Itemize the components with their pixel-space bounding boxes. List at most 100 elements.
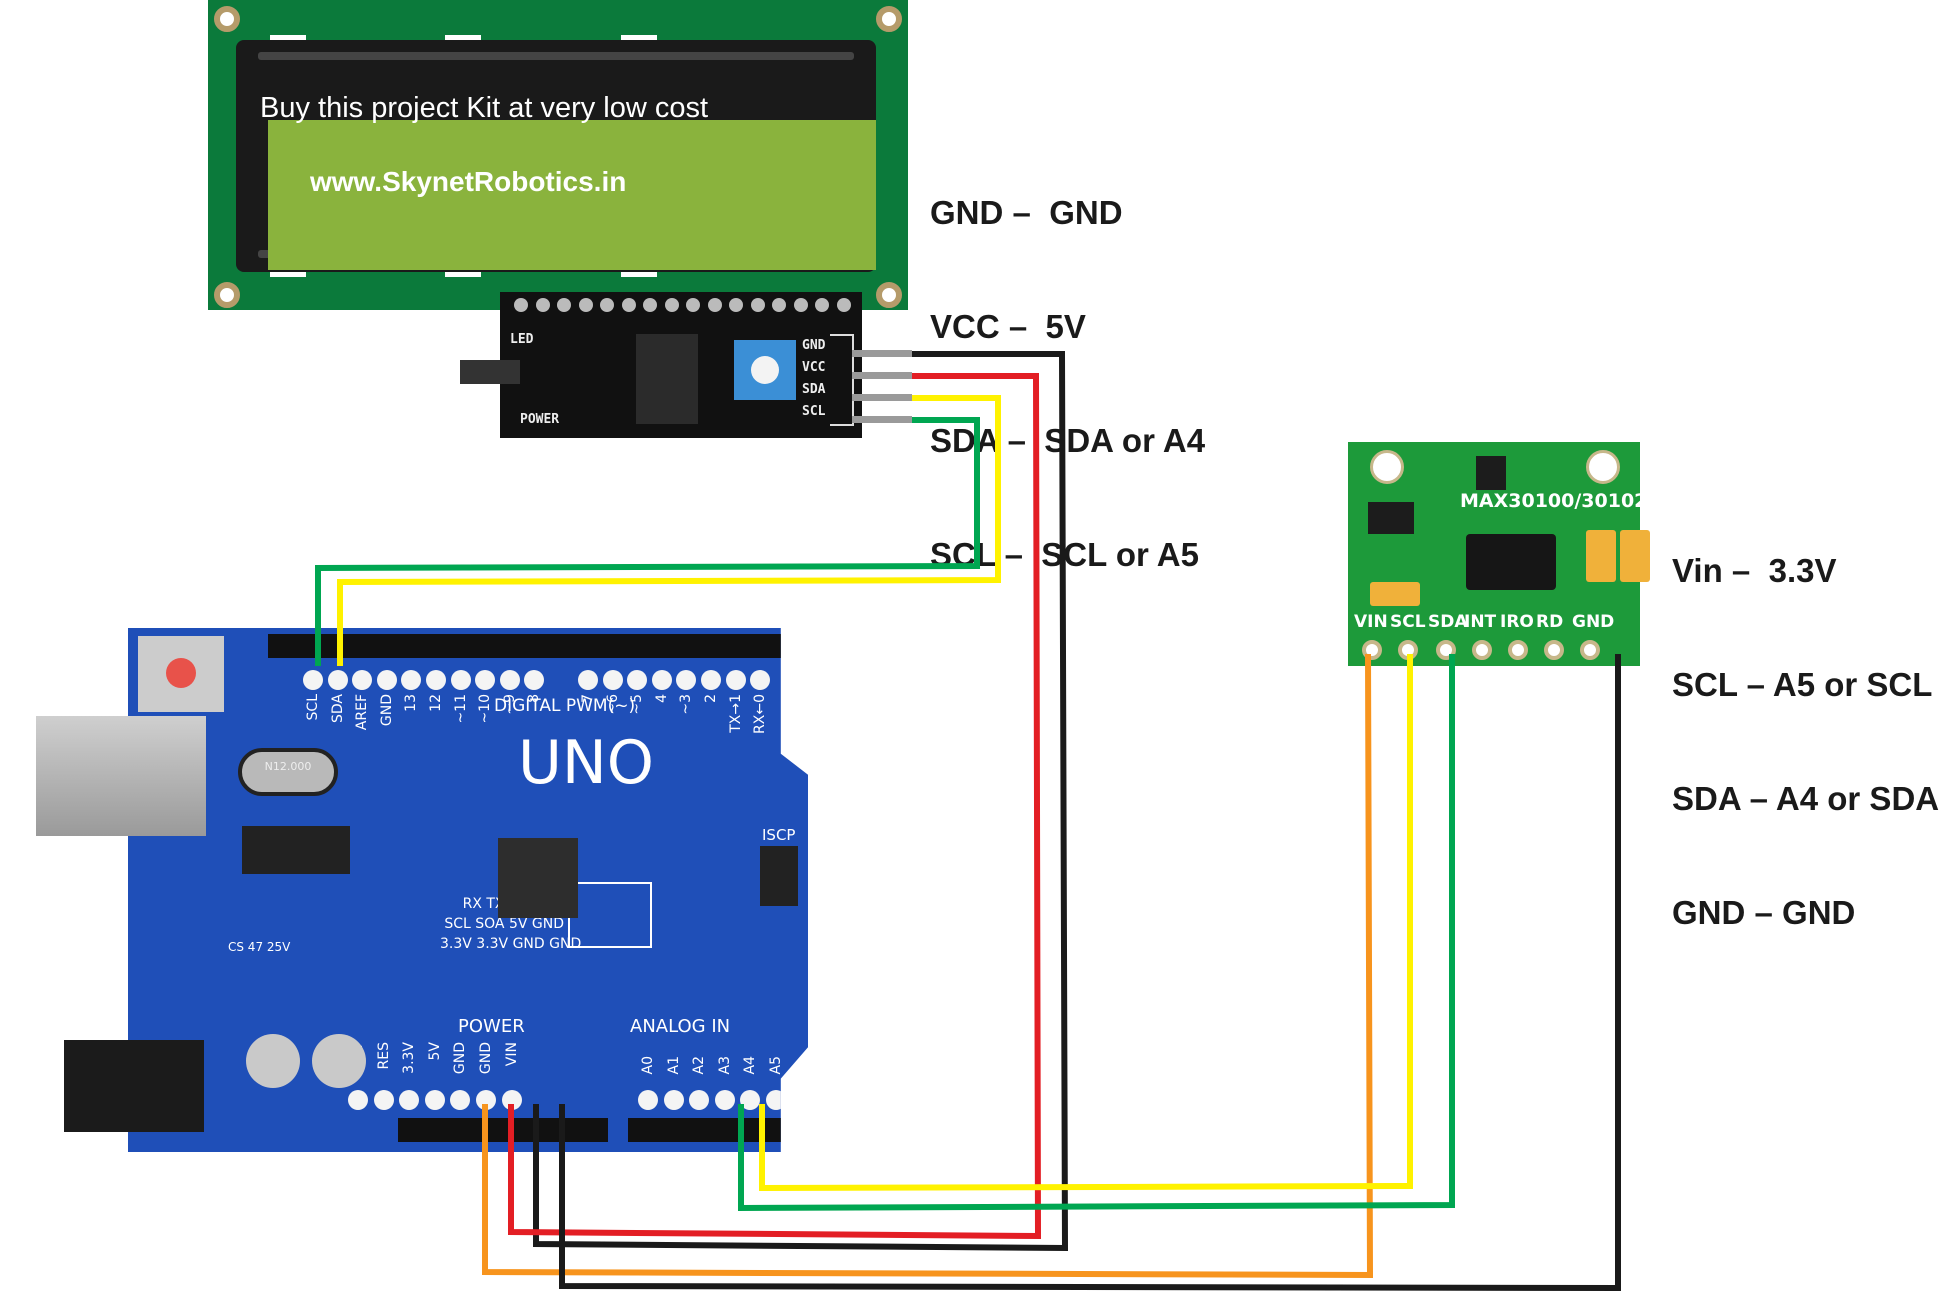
sensor-pin-sda[interactable] [1436,640,1456,660]
power-pin-vin[interactable] [501,1090,522,1110]
usb-b-connector [36,716,206,836]
digital-pin-13[interactable] [401,670,422,690]
dc-power-jack [64,1040,204,1132]
analog-pin-a5[interactable] [766,1090,786,1110]
bezel-tab [270,35,306,40]
header-pin [514,298,528,312]
sensor-sda-wire [738,654,1455,1212]
analog-pin-a4[interactable] [740,1090,761,1110]
i2c-pin-gnd[interactable] [852,350,912,357]
analog-pin-a0[interactable] [638,1090,658,1110]
power-pin-5v[interactable] [348,1090,368,1110]
regulator-chip [1368,502,1414,534]
digital-pin-7[interactable] [578,670,598,690]
digital-pin-9[interactable] [499,670,520,690]
digital-pin-label: 8 [526,694,543,703]
legend-line: GND – GND [930,194,1123,231]
i2c-pin-sda[interactable] [852,394,912,401]
reset-button[interactable] [138,636,224,712]
digital-pin-5[interactable] [627,670,648,690]
digital-pin-8[interactable] [524,670,545,690]
lcd-sda-wire [337,395,1001,666]
digital-pin-sda[interactable] [327,670,348,690]
digital-header [268,634,788,658]
power-pin-gnd[interactable] [476,1090,496,1110]
digital-pin-label: SDA [329,694,346,723]
analog-pin-a2[interactable] [689,1090,710,1110]
crystal-text: N12.000 [264,760,312,773]
sensor-pin-scl[interactable] [1398,640,1418,660]
digital-pin-4[interactable] [651,670,672,690]
sensor-pin-label-int: INT [1464,612,1497,632]
header-pin [643,298,657,312]
potentiometer-knob[interactable] [751,356,779,384]
digital-pin-label: 12 [428,694,444,712]
power-pin-res[interactable] [373,1090,394,1110]
analog-pin-a3[interactable] [714,1090,735,1110]
analog-pin-a1[interactable] [663,1090,684,1110]
analog-pin-label: A2 [691,1056,708,1075]
digital-pin-gnd[interactable] [376,670,397,690]
led-label: LED [510,332,534,347]
sensor-pin-label-iro: IRO [1500,612,1534,632]
io-expander-chip [636,334,698,424]
header-pin [815,298,829,312]
i2c-pin-label-gnd: GND [802,338,826,353]
i2c-pin-label-vcc: VCC [802,360,826,375]
digital-pin-6[interactable] [602,670,623,690]
digital-pin-aref[interactable] [352,670,373,690]
sensor-pin-vin[interactable] [1362,640,1382,660]
digital-pin-tx1[interactable] [725,670,746,690]
digital-pin-2[interactable] [701,670,721,690]
lcd-connection-legend: GND – GND VCC – 5V SDA – SDA or A4 SCL –… [930,118,1205,612]
sensor-pin-int[interactable] [1472,640,1492,660]
electrolytic-capacitor [312,1034,366,1088]
reset-button-cap[interactable] [166,658,196,688]
mounting-hole [214,6,240,32]
lcd-display-module: Buy this project Kit at very low cost ww… [208,0,908,310]
digital-pin-10[interactable] [475,670,496,690]
power-pin-33v[interactable] [399,1090,420,1110]
pin-connector [830,334,854,426]
cap-label: CS 47 25V [228,940,291,954]
header-pin [557,298,571,312]
header-pin [707,298,722,312]
sensor-pin-label-gnd: GND [1572,612,1615,632]
analog-pin-label: A0 [640,1056,656,1075]
sensor-pin-iro[interactable] [1508,640,1528,660]
i2c-pin-scl[interactable] [852,416,912,423]
bezel-tab [621,35,657,40]
header-pin [578,298,593,312]
i2c-backpack-module: LED POWER GND VCC SDA SCL [460,292,862,438]
power-label: POWER [520,412,560,427]
contrast-potentiometer[interactable] [734,340,796,400]
digital-pin-rx0[interactable] [750,670,771,690]
header-pin [750,298,765,312]
i2c-pin-vcc[interactable] [852,372,912,379]
sensor-pin-gnd[interactable] [1580,640,1600,660]
digital-pin-scl[interactable] [303,670,323,690]
mounting-hole [876,6,902,32]
sensor-pin-label-rd: RD [1536,612,1564,632]
iscp-header[interactable] [760,846,798,906]
digital-pin-label: 2 [703,694,719,703]
power-pin-gnd[interactable] [450,1090,471,1110]
digital-pin-label: ~6 [604,694,621,715]
power-pin-5v[interactable] [424,1090,445,1110]
usb-serial-chip [242,826,350,874]
legend-line: SCL – SCL or A5 [930,536,1199,573]
lcd-text-line-1: Buy this project Kit at very low cost [260,92,709,124]
mounting-hole [1370,450,1404,484]
arduino-uno-board: UNO DIGITAL PWM(~) POWER ANALOG IN ISCP … [128,628,808,1152]
digital-pin-label: ~11 [452,694,469,724]
tantalum-capacitor [1370,582,1420,606]
power-pin-label: RES [375,1042,392,1070]
analog-pin-label: A4 [742,1056,759,1075]
power-pin-label: GND [478,1042,494,1075]
digital-pin-12[interactable] [426,670,446,690]
sensor-pin-rd[interactable] [1544,640,1564,660]
digital-pin-11[interactable] [450,670,471,690]
digital-pin-3[interactable] [676,670,697,690]
analog-pin-label: A5 [768,1056,784,1075]
digital-pin-label: 13 [403,694,420,712]
